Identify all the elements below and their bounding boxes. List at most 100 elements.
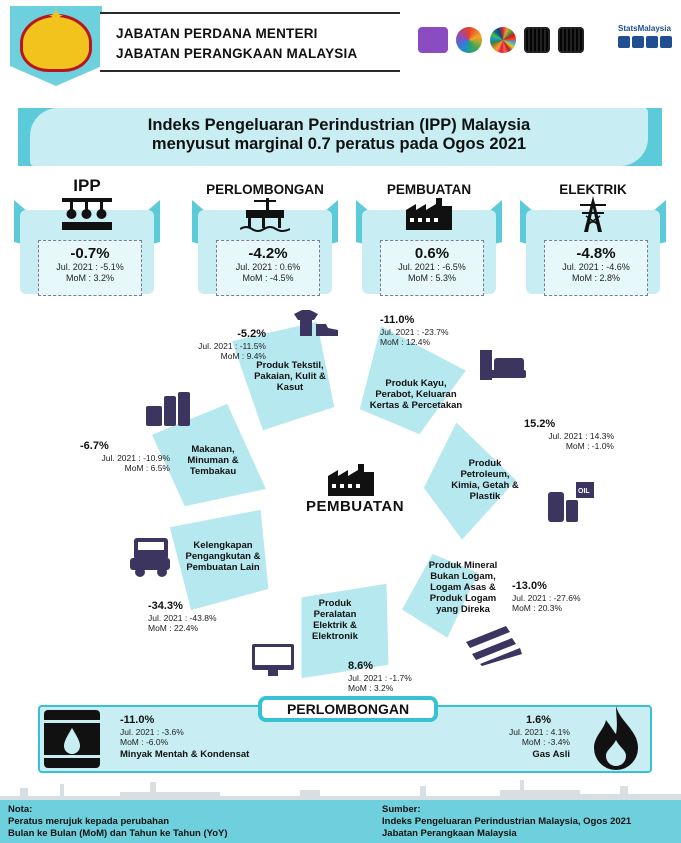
segment-label: Produk Tekstil, Pakaian, Kulit & Kasut bbox=[254, 360, 326, 393]
mining-right-stat: 1.6% Jul. 2021 : 4.1% MoM : -3.4% Gas As… bbox=[470, 714, 570, 760]
qr-code-icon[interactable] bbox=[558, 27, 584, 53]
mining-left-yoy: Jul. 2021 : -3.6% bbox=[120, 727, 184, 737]
mining-left-stat: -11.0% Jul. 2021 : -3.6% MoM : -6.0% Min… bbox=[120, 714, 300, 760]
agency-line-2: JABATAN PERANGKAAN MALAYSIA bbox=[116, 46, 358, 61]
oil-tank-icon: OIL bbox=[548, 482, 594, 522]
segment-yoy: Jul. 2021 : -1.7% bbox=[348, 673, 412, 683]
sofa-icon bbox=[480, 350, 526, 380]
segment-label: Produk Petroleum, Kimia, Getah & Plastik bbox=[451, 458, 519, 502]
source-line-1: Indeks Pengeluaran Perindustrian Malaysi… bbox=[382, 816, 632, 827]
instagram-icon[interactable] bbox=[632, 36, 644, 48]
coat-of-arms-shield-icon bbox=[20, 14, 92, 72]
card-yoy: Jul. 2021 : 0.6% bbox=[235, 262, 301, 272]
card-label: PEMBUATAN bbox=[386, 182, 472, 197]
mining-right-label: Gas Asli bbox=[532, 749, 570, 760]
segment-value: 15.2% bbox=[524, 418, 556, 430]
segment-yoy: Jul. 2021 : -43.8% bbox=[148, 613, 217, 623]
note-title: Nota: bbox=[8, 804, 33, 815]
title-banner: Indeks Pengeluaran Perindustrian (IPP) M… bbox=[30, 108, 648, 166]
segment-yoy: Jul. 2021 : -10.9% bbox=[101, 453, 170, 463]
segment-value: -34.3% bbox=[148, 600, 183, 612]
note-line-2: Bulan ke Bulan (MoM) dan Tahun ke Tahun … bbox=[8, 828, 228, 839]
source-line-2: Jabatan Perangkaan Malaysia bbox=[382, 828, 517, 839]
segment-mom: MoM : 9.4% bbox=[220, 351, 266, 361]
stats-malaysia-brand: StatsMalaysia bbox=[618, 24, 678, 54]
mining-left-mom: MoM : -6.0% bbox=[120, 737, 169, 747]
crest-star-icon: ✦ bbox=[47, 6, 65, 28]
segment-yoy: Jul. 2021 : -27.6% bbox=[512, 593, 581, 603]
mining-left-label: Minyak Mentah & Kondensat bbox=[120, 749, 250, 760]
card-pembuatan: PEMBUATAN 0.6% Jul. 2021 : -6.5% MoM : 5… bbox=[356, 176, 502, 316]
mining-right-yoy: Jul. 2021 : 4.1% bbox=[509, 727, 570, 737]
monitor-icon bbox=[252, 644, 294, 676]
segment-petal-electronic bbox=[298, 580, 392, 680]
stats-malaysia-label: StatsMalaysia bbox=[618, 24, 671, 33]
mining-title: PERLOMBONGAN bbox=[258, 696, 438, 722]
card-value: -4.8% bbox=[576, 245, 616, 262]
steel-beam-icon bbox=[466, 626, 522, 666]
segment-stat: 8.6% Jul. 2021 : -1.7% MoM : 3.2% bbox=[348, 660, 438, 693]
segment-label: Produk Kayu, Perabot, Keluaran Kertas & … bbox=[369, 378, 463, 411]
segment-value: -11.0% bbox=[380, 314, 415, 326]
partner-logo-icon bbox=[456, 27, 482, 53]
segment-stat: 15.2% Jul. 2021 : 14.3% MoM : -1.0% bbox=[524, 418, 614, 451]
segment-stat: -5.2% Jul. 2021 : -11.5% MoM : 9.4% bbox=[186, 328, 266, 361]
facebook-icon[interactable] bbox=[618, 36, 630, 48]
segment-stat: -13.0% Jul. 2021 : -27.6% MoM : 20.3% bbox=[512, 580, 602, 613]
qr-code-icon[interactable] bbox=[524, 27, 550, 53]
card-value: -0.7% bbox=[70, 245, 110, 262]
factory-icon bbox=[328, 464, 374, 496]
segment-stat: -11.0% Jul. 2021 : -23.7% MoM : 12.4% bbox=[380, 314, 470, 347]
segment-petal-food bbox=[150, 400, 271, 510]
card-mom: MoM : -4.5% bbox=[242, 273, 294, 283]
card-mom: MoM : 5.3% bbox=[407, 273, 456, 283]
card-ipp: IPP -0.7% Jul. 2021 : -5.1% MoM : 3.2% bbox=[14, 176, 160, 316]
food-can-icon bbox=[146, 392, 190, 426]
segment-yoy: Jul. 2021 : -23.7% bbox=[380, 327, 449, 337]
card-yoy: Jul. 2021 : -5.1% bbox=[56, 262, 124, 272]
mining-left-value: -11.0% bbox=[120, 714, 155, 726]
center-title: PEMBUATAN bbox=[305, 498, 405, 515]
segment-value: -5.2% bbox=[237, 328, 266, 340]
card-label: PERLOMBONGAN bbox=[206, 182, 324, 197]
twitter-icon[interactable] bbox=[660, 36, 672, 48]
card-value: -4.2% bbox=[248, 245, 288, 262]
note-line-1: Peratus merujuk kepada perubahan bbox=[8, 816, 170, 827]
card-perlombongan: PERLOMBONGAN -4.2% Jul. 2021 : 0.6% MoM … bbox=[192, 176, 338, 316]
shirt-shoe-icon bbox=[294, 310, 338, 336]
factory-icon bbox=[406, 198, 452, 230]
segment-petal-mineral bbox=[398, 550, 483, 643]
segment-value: 8.6% bbox=[348, 660, 374, 672]
segment-yoy: Jul. 2021 : 14.3% bbox=[548, 431, 614, 441]
mining-right-value: 1.6% bbox=[526, 714, 552, 726]
card-value: 0.6% bbox=[414, 245, 450, 262]
census-logo-icon bbox=[418, 27, 448, 53]
segment-mom: MoM : 12.4% bbox=[380, 337, 431, 347]
segment-mom: MoM : 20.3% bbox=[512, 603, 563, 613]
segment-mom: MoM : -1.0% bbox=[565, 441, 614, 451]
industrial-skyline-icon bbox=[0, 780, 681, 804]
card-yoy: Jul. 2021 : -6.5% bbox=[398, 262, 466, 272]
youtube-icon[interactable] bbox=[646, 36, 658, 48]
oil-rig-icon bbox=[240, 198, 290, 232]
segment-label: Produk Peralatan Elektrik & Elektronik bbox=[312, 598, 358, 642]
segment-value: -6.7% bbox=[80, 440, 109, 452]
title-line-2: menyusut marginal 0.7 peratus pada Ogos … bbox=[151, 135, 527, 153]
segment-value: -13.0% bbox=[512, 580, 547, 592]
oil-barrel-icon bbox=[44, 710, 100, 768]
segment-label: Makanan, Minuman & Tembakau bbox=[187, 444, 239, 477]
mining-right-mom: MoM : -3.4% bbox=[521, 737, 570, 747]
card-yoy: Jul. 2021 : -4.6% bbox=[562, 262, 630, 272]
card-label: ELEKTRIK bbox=[559, 182, 627, 197]
source-title: Sumber: bbox=[382, 804, 421, 815]
segment-stat: -34.3% Jul. 2021 : -43.8% MoM : 22.4% bbox=[148, 600, 238, 633]
agency-name-panel: JABATAN PERDANA MENTERI JABATAN PERANGKA… bbox=[100, 12, 400, 72]
segment-yoy: Jul. 2021 : -11.5% bbox=[198, 341, 266, 351]
partner-logos bbox=[418, 26, 584, 54]
vehicle-icon bbox=[130, 538, 170, 577]
segment-petal-transport bbox=[166, 506, 272, 614]
card-elektrik: ELEKTRIK -4.8% Jul. 2021 : -4.6% MoM : 2… bbox=[520, 176, 666, 316]
card-label: IPP bbox=[73, 176, 101, 195]
card-mom: MoM : 3.2% bbox=[65, 273, 114, 283]
factory-robot-icon bbox=[62, 198, 112, 230]
